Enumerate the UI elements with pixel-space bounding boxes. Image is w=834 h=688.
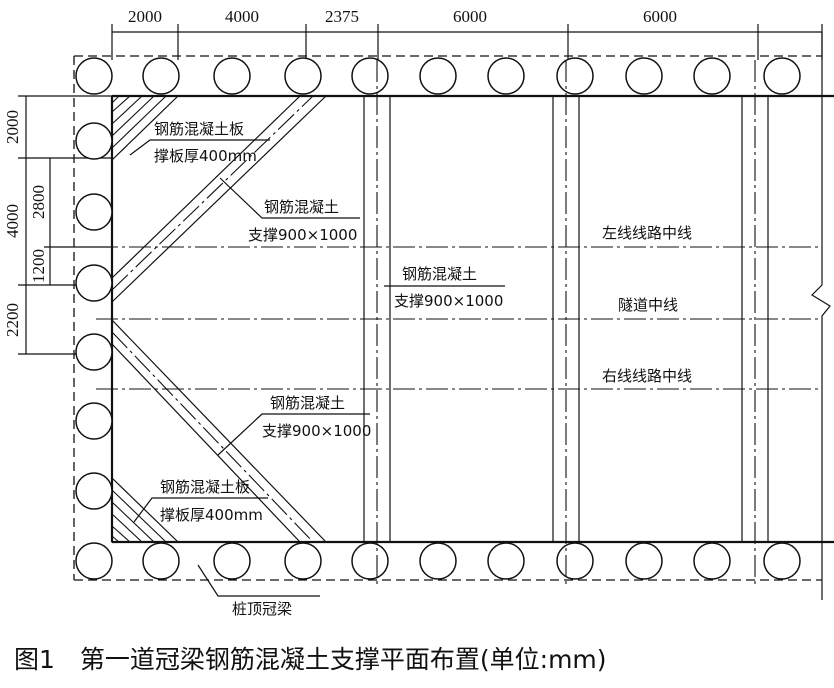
break-line	[811, 32, 831, 600]
slab-top-label-2: 撑板厚400mm	[154, 147, 257, 165]
top-dim-4: 6000	[453, 7, 487, 26]
left-pile-column	[75, 122, 113, 510]
slab-bottom-label-1: 钢筋混凝土板	[160, 478, 250, 496]
top-dimension-chain: 2000 4000 2375 6000 6000	[111, 7, 823, 60]
leader-lines	[129, 139, 505, 597]
left-dim-1200: 1200	[29, 249, 48, 283]
bottom-pile-row	[75, 542, 801, 580]
strut-upper-label-2: 支撑900×1000	[248, 226, 357, 244]
tunnel-line-label: 隧道中线	[618, 296, 678, 314]
left-line-label: 左线线路中线	[602, 224, 692, 242]
top-corner-slab	[111, 95, 180, 162]
slab-top-label-1: 钢筋混凝土板	[154, 120, 244, 138]
strut-column-2	[552, 60, 580, 585]
left-dimension-chain: 2000 4000 2200 2800 1200	[3, 95, 112, 355]
top-dim-3: 2375	[325, 7, 359, 26]
top-pile-row	[75, 57, 801, 95]
right-line-label: 右线线路中线	[602, 367, 692, 385]
lower-diagonal-strut	[111, 319, 327, 543]
crown-beam-label: 桩顶冠梁	[232, 600, 292, 618]
crown-beam-outline	[73, 55, 822, 581]
upper-diagonal-strut	[111, 95, 327, 303]
strut-lower-label-1: 钢筋混凝土	[270, 394, 345, 412]
slab-bottom-label-2: 撑板厚400mm	[160, 506, 263, 524]
left-dim-2800: 2800	[29, 185, 48, 219]
strut-upper-label-1: 钢筋混凝土	[264, 198, 339, 216]
left-dim-2200: 2200	[3, 303, 22, 337]
left-dim-2000: 2000	[3, 110, 22, 144]
strut-column-1	[363, 60, 391, 585]
strut-mid-label-1: 钢筋混凝土	[402, 265, 477, 283]
strut-lower-label-2: 支撑900×1000	[262, 422, 371, 440]
bottom-corner-slab	[111, 476, 180, 543]
top-dim-2: 4000	[225, 7, 259, 26]
figure-caption: 图1 第一道冠梁钢筋混凝土支撑平面布置(单位:mm)	[14, 645, 607, 674]
strut-column-3	[741, 60, 769, 585]
strut-mid-label-2: 支撑900×1000	[394, 292, 503, 310]
left-dim-4000: 4000	[3, 204, 22, 238]
top-dim-5: 6000	[643, 7, 677, 26]
route-centerlines	[96, 246, 820, 390]
top-dim-1: 2000	[128, 7, 162, 26]
